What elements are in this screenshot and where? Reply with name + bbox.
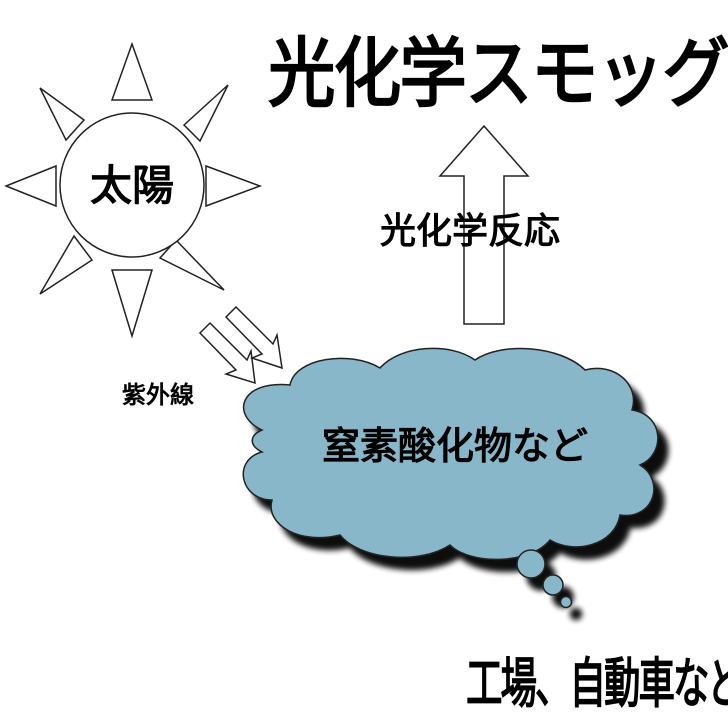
uv-arrow-1 <box>198 321 256 385</box>
uv-arrows-icon <box>198 305 283 385</box>
sun-rays <box>3 41 263 339</box>
cloud-bubble-small <box>559 595 573 609</box>
sun-ray-bottom-right <box>158 238 225 291</box>
sun-ray-top-left <box>39 87 86 142</box>
diagram-title: 光化学スモッグ <box>268 29 728 118</box>
sun-ray-bottom <box>110 269 154 339</box>
cloud-icon <box>242 347 659 609</box>
uv-arrow-2 <box>224 305 283 370</box>
sun-disc <box>59 112 205 258</box>
cloud-bubble-large <box>516 549 546 579</box>
up-arrow-icon <box>438 124 530 325</box>
cloud-label: 窒素酸化物など <box>322 424 588 468</box>
sun-ray-right <box>205 164 263 208</box>
sun-icon: 太陽 <box>3 41 263 339</box>
source-label: 工場、自動車など <box>466 652 728 712</box>
cloud-bubble-medium <box>542 574 564 596</box>
sun-ray-top <box>110 41 154 101</box>
sun-label: 太陽 <box>90 161 174 210</box>
sun-ray-bottom-left <box>39 234 94 295</box>
uv-label: 紫外線 <box>122 381 194 409</box>
sun-ray-top-right <box>182 84 229 143</box>
reaction-label: 光化学反応 <box>380 210 560 252</box>
sun-ray-left <box>3 164 57 208</box>
cloud-shape <box>242 347 659 561</box>
